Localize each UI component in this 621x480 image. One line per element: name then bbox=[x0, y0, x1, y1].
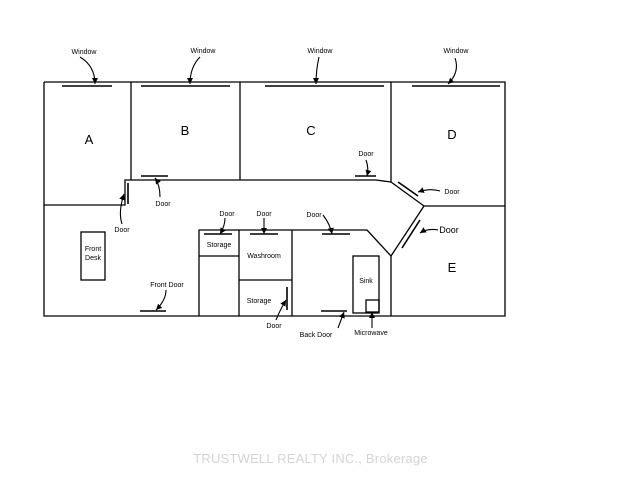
microwave-box bbox=[365, 299, 380, 313]
room-b-label: B bbox=[181, 123, 190, 138]
door-label-kitchen: Door bbox=[306, 212, 322, 219]
exterior-walls bbox=[43, 81, 506, 317]
door-label-a: Door bbox=[114, 227, 130, 234]
back-door-label: Back Door bbox=[300, 332, 333, 339]
front-desk bbox=[80, 231, 106, 281]
room-c-label: C bbox=[306, 123, 315, 138]
microwave-label: Microwave bbox=[354, 330, 388, 337]
washroom-label: Washroom bbox=[247, 253, 281, 260]
storage-label-upper: Storage bbox=[207, 242, 232, 249]
callout-arrows bbox=[79, 56, 457, 329]
room-a-label: A bbox=[85, 132, 94, 147]
front-desk-label-line1: Front bbox=[85, 246, 101, 253]
door-marks bbox=[127, 175, 421, 312]
door-label-washroom: Door bbox=[256, 211, 272, 218]
window-label-d: Window bbox=[444, 48, 470, 55]
window-label-c: Window bbox=[308, 48, 334, 55]
window-label-a: Window bbox=[72, 49, 98, 56]
sink-counter bbox=[352, 255, 380, 314]
door-label-b: Door bbox=[155, 201, 171, 208]
watermark: TRUSTWELL REALTY INC., Brokerage bbox=[193, 451, 428, 466]
room-e-label: E bbox=[448, 260, 457, 275]
door-label-d: Door bbox=[444, 189, 460, 196]
room-d-label: D bbox=[447, 127, 456, 142]
door-label-lower-storage: Door bbox=[266, 323, 282, 330]
window-label-b: Window bbox=[191, 48, 217, 55]
door-label-storage: Door bbox=[219, 211, 235, 218]
door-label-e: Door bbox=[439, 225, 459, 235]
front-desk-label-line2: Desk bbox=[85, 255, 101, 262]
door-label-c: Door bbox=[358, 151, 374, 158]
front-door-label: Front Door bbox=[150, 282, 184, 289]
sink-label: Sink bbox=[359, 278, 373, 285]
storage-label-lower: Storage bbox=[247, 298, 272, 305]
interior-walls bbox=[44, 82, 505, 316]
